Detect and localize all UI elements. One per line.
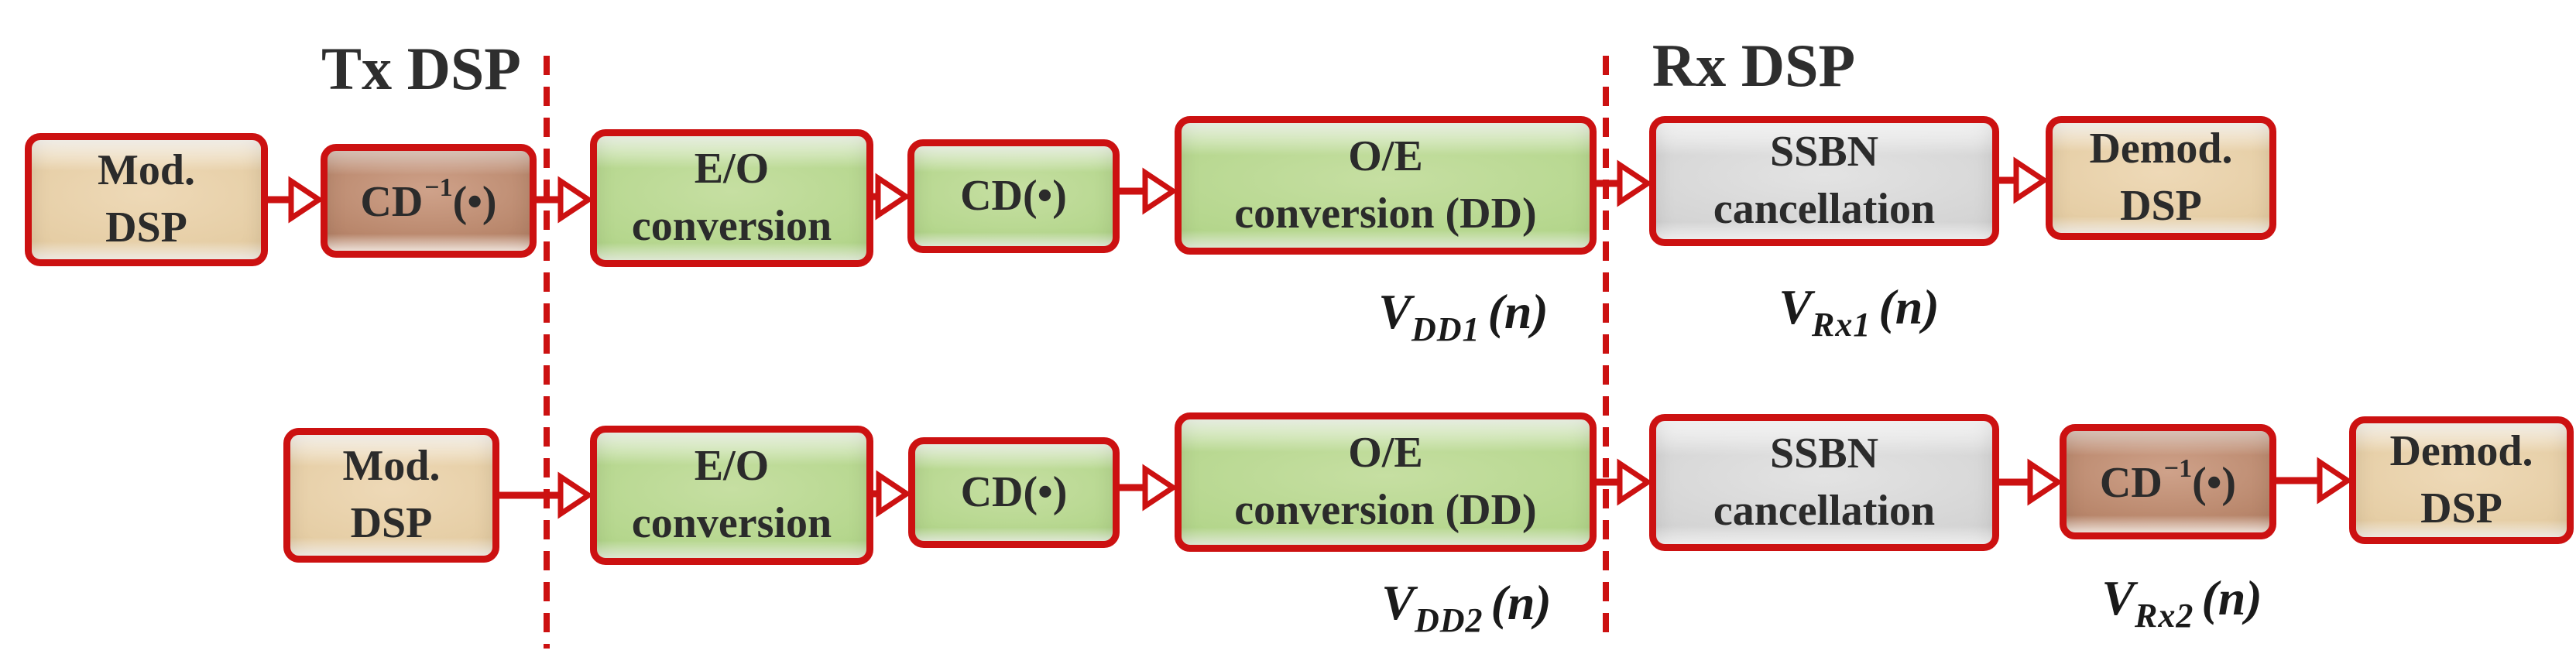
flow-arrow-top-1 xyxy=(265,176,324,224)
flow-arrow-top-3 xyxy=(870,173,911,221)
flow-arrow-top-2 xyxy=(533,176,594,224)
vdd1-signal-label: VDD1(n) xyxy=(1378,284,1549,348)
block-label: SSBN xyxy=(1769,128,1879,176)
block-label: CD−1(•) xyxy=(360,173,497,226)
block-label: E/O xyxy=(694,145,770,193)
cd-block-top: CD(•) xyxy=(907,139,1120,253)
flow-arrow-bottom-4 xyxy=(1593,458,1653,506)
oe-conversion-block-bottom: O/E conversion (DD) xyxy=(1175,412,1597,552)
block-label: Mod. xyxy=(342,442,441,491)
block-label: conversion (DD) xyxy=(1234,189,1537,238)
block-label: DSP xyxy=(2120,182,2202,230)
flow-arrow-bottom-2 xyxy=(870,470,912,518)
block-label: DSP xyxy=(350,499,433,547)
vrx1-signal-label: VRx1(n) xyxy=(1779,279,1940,344)
cd-block-bottom: CD(•) xyxy=(908,437,1120,548)
block-label: conversion xyxy=(631,202,832,250)
block-label: SSBN xyxy=(1769,429,1879,477)
block-label: cancellation xyxy=(1713,486,1936,535)
mod-dsp-block-top: Mod. DSP xyxy=(25,133,268,266)
block-label: Demod. xyxy=(2389,426,2533,475)
block-label: CD(•) xyxy=(960,171,1067,220)
rx-dsp-section-label: Rx DSP xyxy=(1652,32,1856,99)
block-label: DSP xyxy=(2420,484,2502,532)
tx-dsp-section-label: Tx DSP xyxy=(321,35,521,102)
demod-dsp-block-bottom: Demod. DSP xyxy=(2349,416,2574,544)
block-label: E/O xyxy=(694,442,770,491)
block-label: O/E xyxy=(1348,429,1423,477)
oe-conversion-block-top: O/E conversion (DD) xyxy=(1175,116,1597,255)
vdd2-signal-label: VDD2(n) xyxy=(1381,575,1552,639)
flow-arrow-top-5 xyxy=(1593,159,1653,207)
flow-arrow-top-4 xyxy=(1116,167,1178,215)
block-label: O/E xyxy=(1348,132,1423,180)
flow-arrow-bottom-6 xyxy=(2273,457,2353,505)
block-label: Demod. xyxy=(2089,125,2233,173)
cd-inverse-block-bottom: CD−1(•) xyxy=(2060,424,2276,539)
block-label: Mod. xyxy=(98,146,195,195)
demod-dsp-block-top: Demod. DSP xyxy=(2046,116,2276,240)
block-label: CD−1(•) xyxy=(2099,454,2237,507)
block-label: cancellation xyxy=(1713,185,1936,233)
flow-arrow-bottom-3 xyxy=(1116,464,1178,512)
block-label: conversion xyxy=(631,499,832,547)
cd-inverse-block-top: CD−1(•) xyxy=(321,144,537,258)
flow-arrow-bottom-1 xyxy=(496,471,594,519)
block-label: conversion (DD) xyxy=(1234,486,1537,534)
vrx2-signal-label: VRx2(n) xyxy=(2101,570,2262,635)
block-label: DSP xyxy=(105,204,187,252)
block-label: CD(•) xyxy=(960,467,1068,516)
eo-conversion-block-top: E/O conversion xyxy=(590,129,873,267)
eo-conversion-block-bottom: E/O conversion xyxy=(590,426,873,565)
ssbn-cancellation-block-top: SSBN cancellation xyxy=(1649,116,1999,246)
flow-arrow-bottom-5 xyxy=(1996,458,2063,506)
ssbn-cancellation-block-bottom: SSBN cancellation xyxy=(1649,414,1999,551)
flow-arrow-top-6 xyxy=(1996,156,2049,204)
mod-dsp-block-bottom: Mod. DSP xyxy=(283,428,499,563)
